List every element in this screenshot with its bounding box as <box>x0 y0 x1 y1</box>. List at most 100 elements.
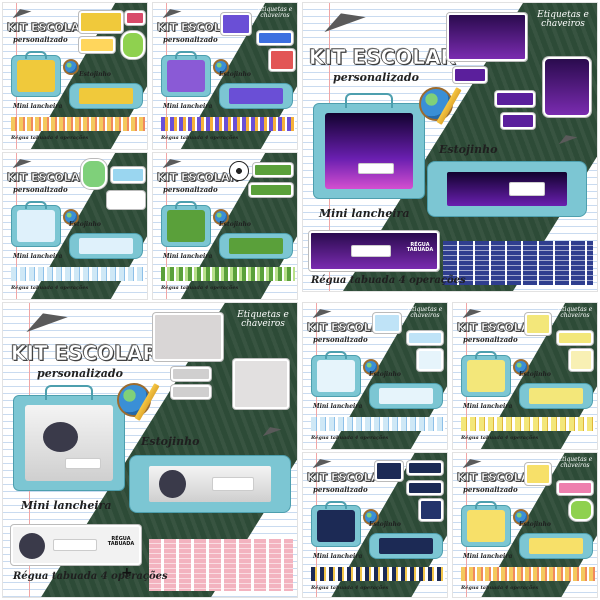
kit-subtitle: personalizado <box>163 35 218 44</box>
lunchbox-art <box>466 360 506 392</box>
paper-plane-icon <box>10 155 32 169</box>
pencil-case-image <box>129 455 291 513</box>
pencil-case-label: Estojinho <box>219 221 251 228</box>
name-box <box>351 245 391 257</box>
tag-sticker <box>501 113 535 129</box>
kit-title: KIT ESCOLAR <box>307 471 388 485</box>
lunchbox-image <box>13 384 125 491</box>
kit-title: KIT ESCOLAR <box>157 21 238 35</box>
name-box <box>509 182 546 196</box>
paper-plane-icon <box>160 155 182 169</box>
lunchbox-art <box>325 113 413 189</box>
tag-sticker <box>79 37 115 53</box>
lunchbox-art <box>466 510 506 542</box>
pencil-case-art <box>228 88 284 104</box>
tag-sticker <box>249 183 293 197</box>
pencil-case-image <box>69 83 143 109</box>
kit-tile-astronaut: KIT ESCOLAR personalizado Estojinho Mini… <box>302 452 448 598</box>
tag-sticker <box>111 167 145 183</box>
ruler-image <box>161 267 295 281</box>
ruler-image <box>461 567 595 581</box>
kit-subtitle: personalizado <box>313 485 368 494</box>
tag-sticker <box>221 13 251 35</box>
lunchbox-label: Mini lancheira <box>163 253 213 260</box>
pencil-case-image <box>519 533 593 559</box>
paper-plane-icon <box>320 5 366 33</box>
kit-subtitle: personalizado <box>13 185 68 194</box>
ninja-icon <box>19 533 45 559</box>
tags-label: Etiquetas e chaveiros <box>557 456 593 470</box>
lunchbox-art <box>16 60 56 92</box>
kit-title: KIT ESCOLAR <box>7 171 88 185</box>
tag-sticker <box>375 461 403 481</box>
tag-sticker <box>525 463 551 485</box>
pencil-case-label: Estojinho <box>69 221 101 228</box>
ruler-label: Régua tabuada 4 operações <box>461 435 539 441</box>
ruler-badge: RÉGUA TABUADA <box>107 536 135 547</box>
keychain-sticker <box>569 499 593 521</box>
globe-icon <box>513 359 529 375</box>
kit-tile-dinosaur: KIT ESCOLAR personalizado Estojinho Mini… <box>2 152 148 300</box>
kit-title: KIT ESCOLAR <box>457 321 538 335</box>
ruler-image <box>161 117 295 131</box>
paper-plane-icon <box>460 305 482 319</box>
ruler-label: Régua tabuada 4 operações <box>11 135 89 141</box>
keychain-sticker <box>419 499 443 521</box>
ruler-label: Régua tabuada 4 operações <box>311 435 389 441</box>
tag-sticker <box>453 67 487 83</box>
ruler-label: Régua tabuada 4 operações <box>11 285 89 291</box>
lunchbox-art <box>316 510 356 542</box>
globe-icon <box>213 59 229 75</box>
pencil-case-label: Estojinho <box>219 71 251 78</box>
kit-tile-ninja: KIT ESCOLAR personalizado Etiquetas e ch… <box>2 302 298 598</box>
soccer-ball-icon <box>229 161 249 181</box>
tag-sticker <box>447 13 527 61</box>
ruler-front: RÉGUA TABUADA <box>11 525 141 565</box>
pencil-case-image <box>219 83 293 109</box>
kit-tile-sloth: KIT ESCOLAR personalizado Etiquetas e ch… <box>452 302 598 450</box>
lunchbox-image <box>11 201 61 247</box>
kit-subtitle: personalizado <box>13 35 68 44</box>
tag-sticker <box>171 367 211 381</box>
lunchbox-label: Mini lancheira <box>313 553 363 560</box>
ruler-image <box>11 117 145 131</box>
kit-tile-monsters-pink: KIT ESCOLAR personalizado Etiquetas e ch… <box>452 452 598 598</box>
ruler-label: Régua tabuada 4 operações <box>311 275 466 286</box>
kit-title: KIT ESCOLAR <box>11 341 159 366</box>
kit-subtitle: personalizado <box>163 185 218 194</box>
tags-label: Etiquetas e chaveiros <box>537 10 589 30</box>
globe-icon <box>513 509 529 525</box>
tag-sticker <box>407 481 443 495</box>
globe-icon <box>363 359 379 375</box>
kit-subtitle: personalizado <box>37 367 123 380</box>
lunchbox-label: Mini lancheira <box>13 103 63 110</box>
keychain-sticker <box>233 359 289 409</box>
tag-sticker <box>153 313 223 361</box>
paper-plane-icon <box>22 305 68 333</box>
lunchbox-label: Mini lancheira <box>13 253 63 260</box>
tag-sticker <box>79 11 123 33</box>
name-box <box>65 458 101 469</box>
kit-title: KIT ESCOLAR <box>457 471 538 485</box>
tags-label: Etiquetas e chaveiros <box>257 6 293 20</box>
ruler-label: Régua tabuada 4 operações <box>13 571 168 582</box>
ruler-label: Régua tabuada 4 operações <box>311 585 389 591</box>
kit-tile-gamer: KIT ESCOLAR personalizado Etiquetas e ch… <box>302 2 598 292</box>
keychain-sticker <box>543 57 591 117</box>
lunchbox-image <box>461 351 511 397</box>
lunchbox-label: Mini lancheira <box>319 207 410 220</box>
tags-label: Etiquetas e chaveiros <box>237 310 289 330</box>
lunchbox-art <box>166 60 206 92</box>
paper-plane-icon <box>10 5 32 19</box>
kit-subtitle: personalizado <box>463 335 518 344</box>
pencil-case-label: Estojinho <box>519 371 551 378</box>
tag-sticker <box>525 313 551 335</box>
lunchbox-label: Mini lancheira <box>463 553 513 560</box>
lunchbox-label: Mini lancheira <box>163 103 213 110</box>
tag-sticker <box>107 191 145 209</box>
kit-subtitle: personalizado <box>333 71 419 84</box>
pencil-case-art <box>378 388 434 404</box>
pencil-case-art <box>378 538 434 554</box>
pencil-case-label: Estojinho <box>519 521 551 528</box>
tag-sticker <box>257 31 293 45</box>
